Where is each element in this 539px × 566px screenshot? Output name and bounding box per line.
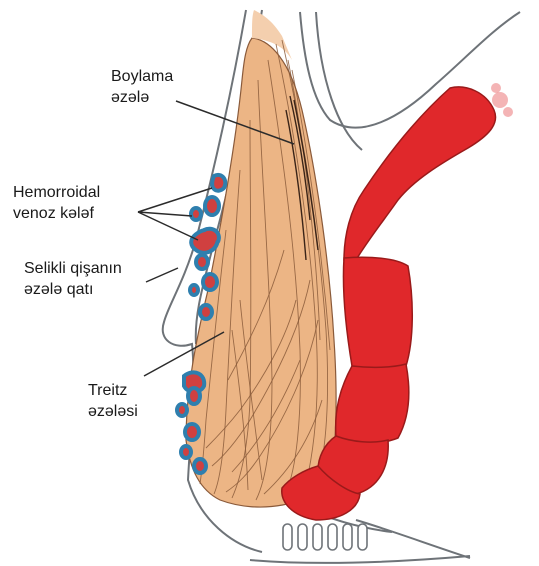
- label-treitz-muscle-line2: əzələsi: [88, 401, 138, 422]
- label-longitudinal-muscle-line2: əzələ: [111, 87, 173, 108]
- label-mucosal-muscle-line1: Selikli qişanın: [24, 258, 122, 279]
- label-hemorrhoidal-plexus-line1: Hemorroidal: [13, 182, 100, 203]
- label-longitudinal-muscle: Boylama əzələ: [111, 66, 173, 108]
- label-treitz-muscle-line1: Treitz: [88, 380, 138, 401]
- label-hemorrhoidal-plexus-line2: venoz kələf: [13, 203, 100, 224]
- label-hemorrhoidal-plexus: Hemorroidal venoz kələf: [13, 182, 100, 224]
- label-mucosal-muscle: Selikli qişanın əzələ qatı: [24, 258, 122, 300]
- label-longitudinal-muscle-line1: Boylama: [111, 66, 173, 87]
- external-sphincter-ovals: [283, 524, 367, 550]
- label-mucosal-muscle-line2: əzələ qatı: [24, 279, 122, 300]
- label-treitz-muscle: Treitz əzələsi: [88, 380, 138, 422]
